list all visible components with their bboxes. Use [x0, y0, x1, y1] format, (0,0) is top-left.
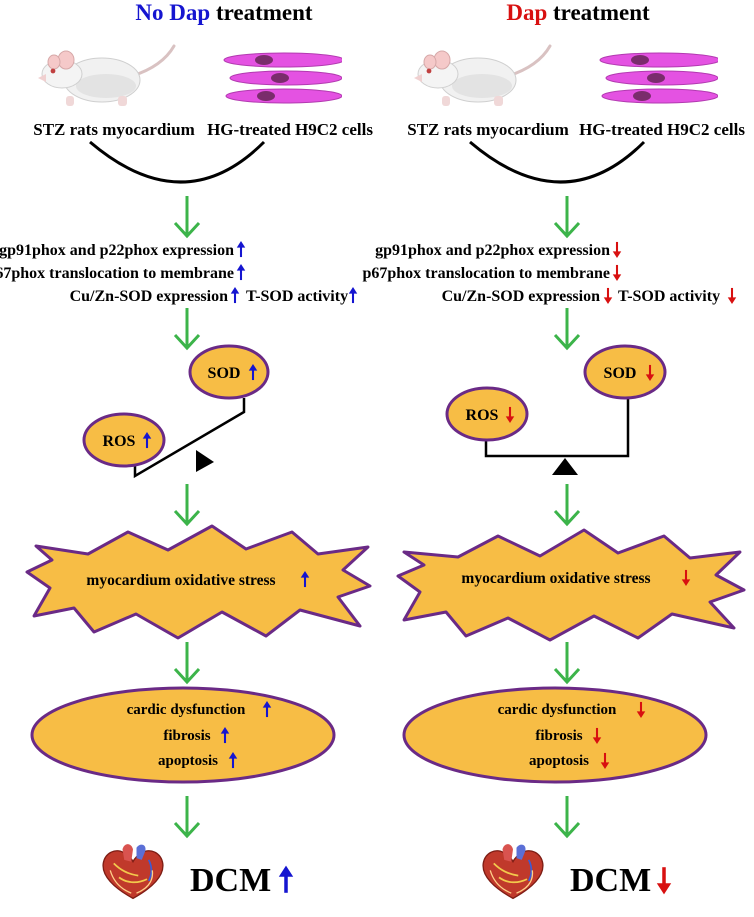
right-merge-curve — [469, 140, 646, 184]
left-model-b: HG-treated H9C2 cells — [207, 120, 373, 139]
left-ros-label: ROS — [103, 433, 136, 450]
right-effect-1: gp91phox and p22phox expression — [375, 242, 610, 259]
right-model-b: HG-treated H9C2 cells — [579, 120, 745, 139]
right-stress-label: myocardium oxidative stress — [461, 570, 650, 587]
balance-scale-icon — [484, 398, 630, 475]
left-sod-pill — [188, 344, 270, 400]
rat-icon — [36, 44, 176, 108]
left-title: No Dap treatment — [135, 0, 313, 25]
left-effect-3b: T-SOD activity — [246, 288, 348, 305]
down-arrow-icon — [612, 241, 622, 258]
green-down-arrow-icon — [173, 196, 201, 238]
left-outcome-2: fibrosis — [163, 728, 210, 744]
left-merge-curve — [89, 140, 266, 184]
h9c2-cell-icon — [223, 52, 342, 104]
left-title-drug: Dap — [169, 0, 210, 25]
right-ros-label: ROS — [466, 407, 499, 424]
right-dcm-label: DCM — [570, 862, 651, 899]
green-down-arrow-icon — [553, 484, 581, 526]
up-arrow-icon — [230, 287, 240, 304]
down-arrow-icon — [727, 287, 737, 304]
right-model-a: STZ rats myocardium — [407, 120, 569, 139]
right-title-drug: Dap — [506, 0, 547, 25]
down-arrow-icon — [656, 865, 672, 896]
right-outcome-oval — [402, 686, 708, 784]
left-outcome-1: cardic dysfunction — [127, 702, 246, 718]
right-outcome-3: apoptosis — [529, 753, 589, 769]
right-panel: Dap treatment STZ rats myocardium HG-tre… — [362, 0, 746, 900]
right-effect-3a: Cu/Zn-SOD expression — [442, 288, 601, 305]
up-arrow-icon — [236, 241, 246, 258]
left-title-suffix: treatment — [210, 0, 313, 25]
green-down-arrow-icon — [173, 642, 201, 684]
up-arrow-icon — [348, 287, 358, 304]
right-stress-burst — [396, 528, 746, 642]
green-down-arrow-icon — [553, 796, 581, 838]
balance-scale-icon — [133, 398, 246, 479]
left-stress-label: myocardium oxidative stress — [86, 572, 275, 589]
right-sod-label: SOD — [604, 365, 637, 382]
green-down-arrow-icon — [553, 196, 581, 238]
heart-icon — [482, 843, 544, 900]
green-down-arrow-icon — [173, 484, 201, 526]
down-arrow-icon — [612, 264, 622, 281]
right-ros-pill — [445, 386, 529, 442]
right-outcome-2: fibrosis — [535, 728, 582, 744]
up-arrow-icon — [236, 264, 246, 281]
left-effect-3a: Cu/Zn-SOD expression — [70, 288, 229, 305]
left-ros-pill — [82, 412, 166, 468]
right-effect-2: p67phox translocation to membrane — [362, 265, 610, 282]
right-title-suffix: treatment — [547, 0, 650, 25]
left-outcome-3: apoptosis — [158, 753, 218, 769]
left-sod-label: SOD — [208, 365, 241, 382]
green-down-arrow-icon — [553, 308, 581, 350]
heart-icon — [102, 843, 164, 900]
green-down-arrow-icon — [553, 642, 581, 684]
down-arrow-icon — [603, 287, 613, 304]
green-down-arrow-icon — [173, 308, 201, 350]
right-effect-3b: T-SOD activity — [618, 288, 720, 305]
h9c2-cell-icon — [599, 52, 718, 104]
left-stress-burst — [25, 524, 372, 640]
left-dcm-label: DCM — [190, 862, 271, 899]
right-outcome-1: cardic dysfunction — [498, 702, 617, 718]
left-model-a: STZ rats myocardium — [33, 120, 195, 139]
left-effect-2: p67phox translocation to membrane — [0, 265, 234, 282]
left-panel: No Dap treatment STZ rats myocardium HG-… — [0, 0, 373, 900]
green-down-arrow-icon — [173, 796, 201, 838]
left-effect-1: gp91phox and p22phox expression — [0, 242, 234, 259]
right-title: Dap treatment — [506, 0, 650, 25]
left-outcome-oval — [30, 686, 336, 784]
rat-icon — [412, 44, 552, 108]
up-arrow-icon — [278, 864, 294, 895]
right-sod-pill — [583, 344, 667, 400]
left-title-prefix: No — [135, 0, 169, 25]
